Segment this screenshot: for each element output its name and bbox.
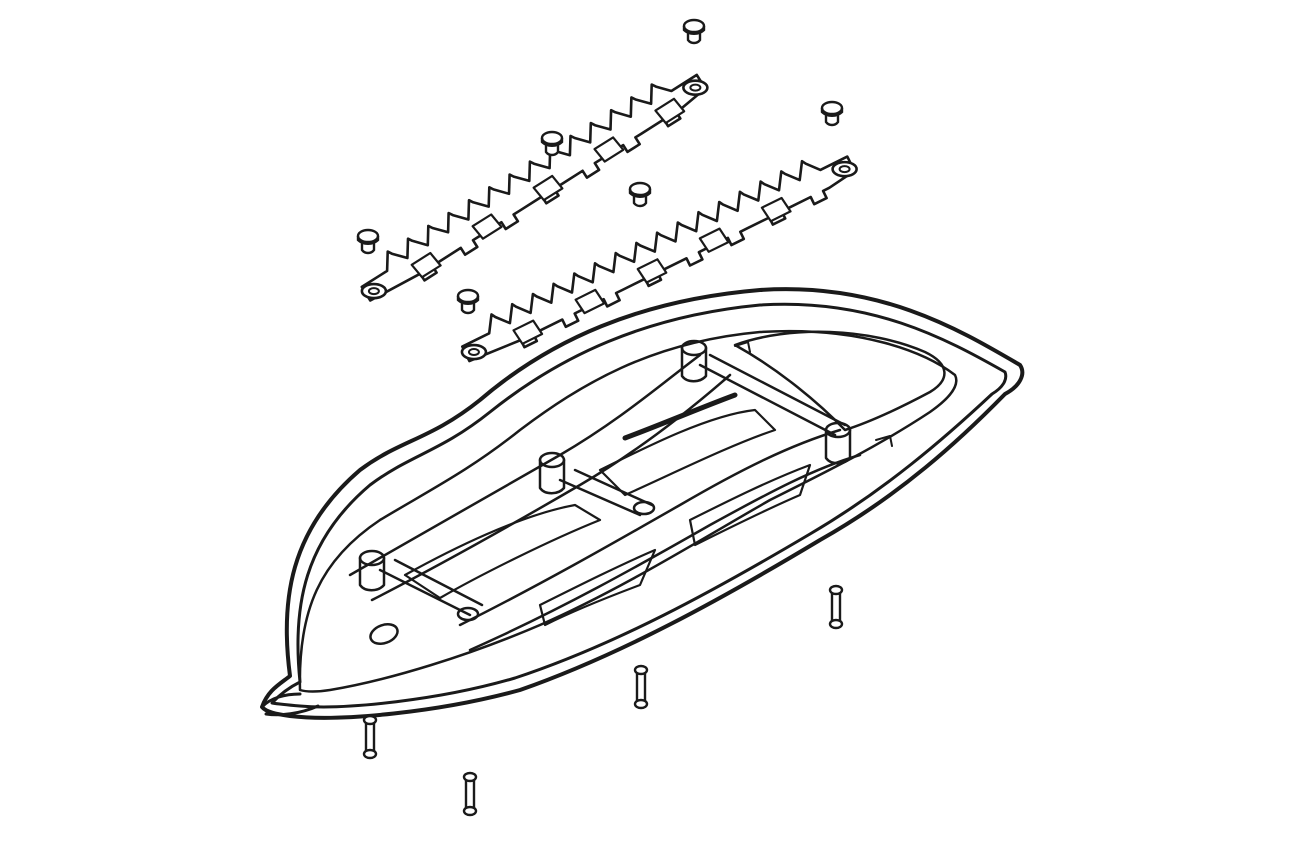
rail-right-clip-tab xyxy=(698,227,730,253)
screw-head xyxy=(633,664,649,676)
shell-nose-hole xyxy=(369,623,399,645)
screw-1 xyxy=(828,584,844,630)
screw-shank xyxy=(635,672,647,704)
shell-tail-tab xyxy=(734,341,893,447)
plug-cap-rim xyxy=(456,296,480,305)
screw-shank xyxy=(464,779,476,811)
push-plug-3 xyxy=(820,100,844,127)
shell-boss-5 xyxy=(456,606,480,622)
shell-side-pocket-2 xyxy=(688,463,812,547)
plug-cap-rim xyxy=(820,108,844,117)
plug-cap xyxy=(820,100,844,116)
shell-inner-ledge xyxy=(298,329,958,693)
screw-head xyxy=(362,714,378,726)
plug-cap-rim xyxy=(628,189,652,198)
rail-left-clip-tab xyxy=(471,213,503,240)
plug-cap-rim xyxy=(682,26,706,35)
shell-boss-3 xyxy=(680,339,708,383)
rail-right-clip-tab xyxy=(574,288,606,315)
shell-rim-inner-edge xyxy=(270,302,1008,709)
screw-4 xyxy=(462,771,478,817)
rail-right-clip-tab xyxy=(760,196,792,223)
rail-right-clip-tab xyxy=(636,258,668,284)
rail-right-clip-tab xyxy=(512,319,544,345)
rail-left-clip-tab xyxy=(593,136,625,163)
shell-nose-tip xyxy=(260,692,320,717)
shell-boss-1 xyxy=(358,549,386,592)
shell-rib-right xyxy=(458,428,842,627)
shell-boss-4 xyxy=(824,421,852,465)
rail-left-eyelet-hole-end xyxy=(689,83,702,92)
toothed-rail-left xyxy=(360,73,709,302)
push-plug-4 xyxy=(628,181,652,208)
toothed-rail-right xyxy=(460,155,858,363)
rail-left-eyelet-hole-start xyxy=(367,287,380,296)
screw-washer xyxy=(362,748,378,760)
shell-cross-member-middle xyxy=(558,468,654,517)
rail-left-clip-tab xyxy=(532,174,564,202)
screw-washer xyxy=(828,618,844,630)
push-plug-6 xyxy=(456,288,480,315)
shell-pocket-front xyxy=(403,503,602,600)
shell-tail-opening xyxy=(733,330,946,432)
screw-head xyxy=(828,584,844,596)
shell-pocket-slot xyxy=(622,392,738,441)
screw-head xyxy=(462,771,478,783)
plug-cap xyxy=(356,228,380,244)
push-plug-5 xyxy=(356,228,380,255)
rail-right-eyelet-hole-start xyxy=(467,348,480,357)
rail-right-eyelet-hole-end xyxy=(838,165,851,174)
shell-boss-2 xyxy=(538,451,566,495)
plug-cap-rim xyxy=(540,138,564,147)
plug-cap xyxy=(540,130,564,146)
screw-washer xyxy=(633,698,649,710)
push-plugs xyxy=(356,18,844,315)
rail-left-clip-tab xyxy=(654,97,686,125)
shell-outer-rim xyxy=(260,287,1025,720)
plug-cap xyxy=(682,18,706,34)
screw-shank xyxy=(364,722,376,754)
plug-cap-rim xyxy=(356,236,380,245)
shell-boss-6 xyxy=(632,500,656,516)
shell-cross-member-rear xyxy=(698,353,847,437)
rail-left-clip-tab xyxy=(410,251,442,279)
screw-shank xyxy=(830,592,842,624)
saddle-base-shell xyxy=(260,287,1025,720)
screw-washer xyxy=(462,805,478,817)
push-plug-1 xyxy=(682,18,706,45)
shell-pocket-middle xyxy=(598,408,777,497)
screw-3 xyxy=(362,714,378,760)
plug-cap xyxy=(456,288,480,304)
screw-2 xyxy=(633,664,649,710)
screws xyxy=(362,584,844,817)
shell-side-pocket xyxy=(538,548,657,627)
push-plug-2 xyxy=(540,130,564,157)
shell-cross-member-front xyxy=(378,558,484,617)
plug-cap xyxy=(628,181,652,197)
